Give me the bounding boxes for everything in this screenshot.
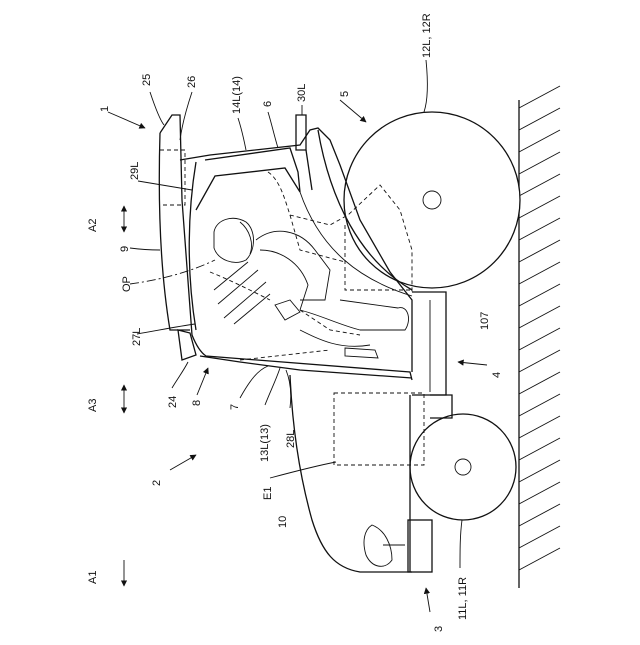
label-3: 3 (433, 626, 445, 632)
ground-hatch-line (519, 306, 560, 328)
arrow-4 (458, 362, 487, 365)
label-26: 26 (186, 76, 198, 88)
label-1: 1 (99, 106, 111, 112)
vehicle-front-body (290, 375, 412, 572)
label-6: 6 (262, 101, 274, 107)
label-8: 8 (191, 400, 203, 406)
label-a2: A2 (87, 219, 99, 232)
ground-hatch-line (519, 196, 560, 218)
label-14l: 14L(14) (231, 76, 243, 114)
ground-hatch-line (519, 174, 560, 196)
ground-hatch-line (519, 130, 560, 152)
ground-hatch-line (519, 262, 560, 284)
label-9: 9 (119, 246, 131, 252)
label-e1: E1 (262, 487, 274, 500)
ground-hatch-line (519, 350, 560, 372)
ground-hatch-line (519, 152, 560, 174)
label-30l: 30L (296, 84, 308, 102)
label-op: OP (121, 276, 133, 292)
ground-hatch-line (519, 218, 560, 240)
label-13l: 13L(13) (259, 424, 271, 462)
label-27l: 27L (131, 328, 143, 346)
front-wheel (410, 414, 516, 520)
ground-hatch-line (519, 548, 560, 570)
ground-hatch-line (519, 372, 560, 394)
reference-labels: 25 26 1 14L(14) 6 30L 5 12L, 12R 29L A2 … (87, 13, 503, 632)
label-10: 10 (277, 516, 289, 528)
ground-hatch-line (519, 482, 560, 504)
arrow-2 (170, 455, 196, 470)
ground-hatch-line (519, 394, 560, 416)
ground-hatch-line (519, 108, 560, 130)
label-a1: A1 (87, 571, 99, 584)
ground-hatch-line (519, 240, 560, 262)
arrow-3 (426, 588, 430, 612)
label-24: 24 (167, 396, 179, 408)
ground-hatch-line (519, 328, 560, 350)
label-25: 25 (141, 74, 153, 86)
arrow-1 (108, 112, 145, 128)
arrow-8 (197, 368, 208, 395)
ground-hatch-line (519, 416, 560, 438)
rear-wheel (344, 112, 520, 288)
ground-hatch-line (519, 438, 560, 460)
arrow-5 (340, 100, 366, 122)
ground-hatch-line (519, 526, 560, 548)
ground-hatch-line (519, 86, 560, 108)
ground-hatch-line (519, 504, 560, 526)
label-2: 2 (151, 480, 163, 486)
label-7: 7 (229, 404, 241, 410)
label-107: 107 (479, 312, 491, 330)
ground-hatch-line (519, 284, 560, 306)
label-4: 4 (491, 372, 503, 378)
ground-hatch-line (519, 460, 560, 482)
label-28l: 28L (285, 430, 297, 448)
label-11: 11L, 11R (457, 577, 469, 620)
label-5: 5 (339, 91, 351, 97)
label-a3: A3 (87, 399, 99, 412)
ground (519, 86, 560, 588)
label-29l: 29L (129, 162, 141, 180)
label-12: 12L, 12R (421, 13, 433, 58)
window-hatching (214, 262, 270, 324)
